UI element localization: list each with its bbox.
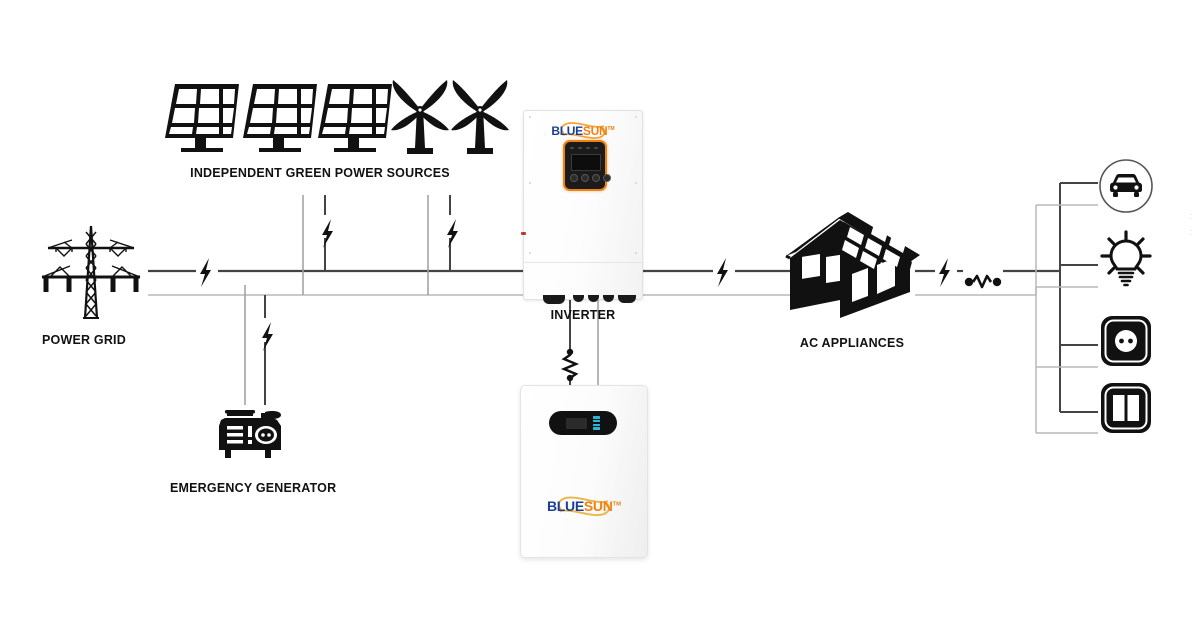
level-bar bbox=[593, 423, 600, 426]
status-led bbox=[586, 147, 590, 149]
port bbox=[603, 295, 614, 302]
brand-swoosh-icon bbox=[557, 496, 611, 516]
inverter-control-panel[interactable] bbox=[563, 140, 611, 191]
inverter-port-row bbox=[531, 295, 636, 305]
battery-display bbox=[549, 411, 617, 435]
inverter-button-row[interactable] bbox=[570, 174, 611, 182]
wind-turbine-1 bbox=[389, 78, 451, 160]
solar-panel-1 bbox=[161, 82, 243, 160]
switch-icon bbox=[964, 274, 1002, 289]
battery-brand-logo: BLUESUNTM bbox=[520, 496, 648, 516]
electric-car-icon bbox=[1098, 158, 1154, 214]
panel-button[interactable] bbox=[592, 174, 600, 182]
brand-name-orange: SUN bbox=[582, 124, 608, 138]
brand-name-blue: BLUE bbox=[546, 498, 584, 514]
inverter-brand-logo: BLUESUNTM bbox=[523, 122, 643, 140]
level-bar bbox=[593, 416, 600, 419]
screw bbox=[635, 182, 637, 184]
inverter-indicator bbox=[521, 232, 526, 235]
screw bbox=[635, 116, 637, 118]
house-ac-appliances bbox=[782, 200, 922, 325]
brand-swoosh-icon bbox=[560, 122, 606, 140]
battery-screen bbox=[566, 417, 587, 429]
inverter-label: INVERTER bbox=[550, 308, 616, 322]
brand-name-orange: SUN bbox=[583, 498, 613, 514]
panel-button[interactable] bbox=[603, 174, 611, 182]
status-led bbox=[578, 147, 582, 149]
panel-button[interactable] bbox=[570, 174, 578, 182]
solar-panel-2 bbox=[239, 82, 321, 160]
port bbox=[543, 295, 565, 304]
inverter-seam bbox=[523, 262, 643, 263]
port bbox=[588, 295, 599, 302]
status-led bbox=[594, 147, 598, 149]
lightning-bolt-icon bbox=[200, 219, 950, 351]
edge-marker: : bbox=[1190, 211, 1193, 221]
power-grid-label: POWER GRID bbox=[42, 333, 126, 347]
resistor-icon bbox=[560, 348, 580, 382]
brand-trademark: TM bbox=[607, 126, 615, 132]
battery-level-bars bbox=[593, 416, 600, 430]
emergency-generator-label: EMERGENCY GENERATOR bbox=[170, 481, 337, 495]
emergency-generator bbox=[213, 406, 289, 464]
edge-marker: : bbox=[1190, 227, 1193, 237]
port bbox=[573, 295, 584, 302]
brand-trademark: TM bbox=[612, 501, 622, 508]
green-sources-label: INDEPENDENT GREEN POWER SOURCES bbox=[190, 166, 450, 180]
inverter-unit[interactable]: BLUESUNTM bbox=[521, 110, 643, 304]
level-bar bbox=[593, 420, 600, 423]
screw bbox=[529, 182, 531, 184]
power-grid-tower bbox=[36, 222, 146, 322]
light-switch-icon bbox=[1098, 380, 1154, 436]
brand-name-blue: BLUE bbox=[551, 124, 583, 138]
battery-unit[interactable]: BLUESUNTM bbox=[520, 385, 648, 558]
status-led bbox=[570, 147, 574, 149]
screw bbox=[529, 252, 531, 254]
screw bbox=[635, 252, 637, 254]
solar-panel-3 bbox=[314, 82, 396, 160]
ac-appliances-label: AC APPLIANCES bbox=[799, 336, 905, 350]
screw bbox=[529, 116, 531, 118]
panel-button[interactable] bbox=[581, 174, 589, 182]
port bbox=[618, 295, 636, 303]
inverter-screen bbox=[571, 154, 601, 171]
light-bulb-icon bbox=[1098, 228, 1154, 290]
wind-turbine-2 bbox=[449, 78, 511, 160]
inverter-led-row bbox=[570, 147, 598, 149]
level-bar bbox=[593, 427, 600, 430]
power-socket-icon bbox=[1098, 313, 1154, 369]
